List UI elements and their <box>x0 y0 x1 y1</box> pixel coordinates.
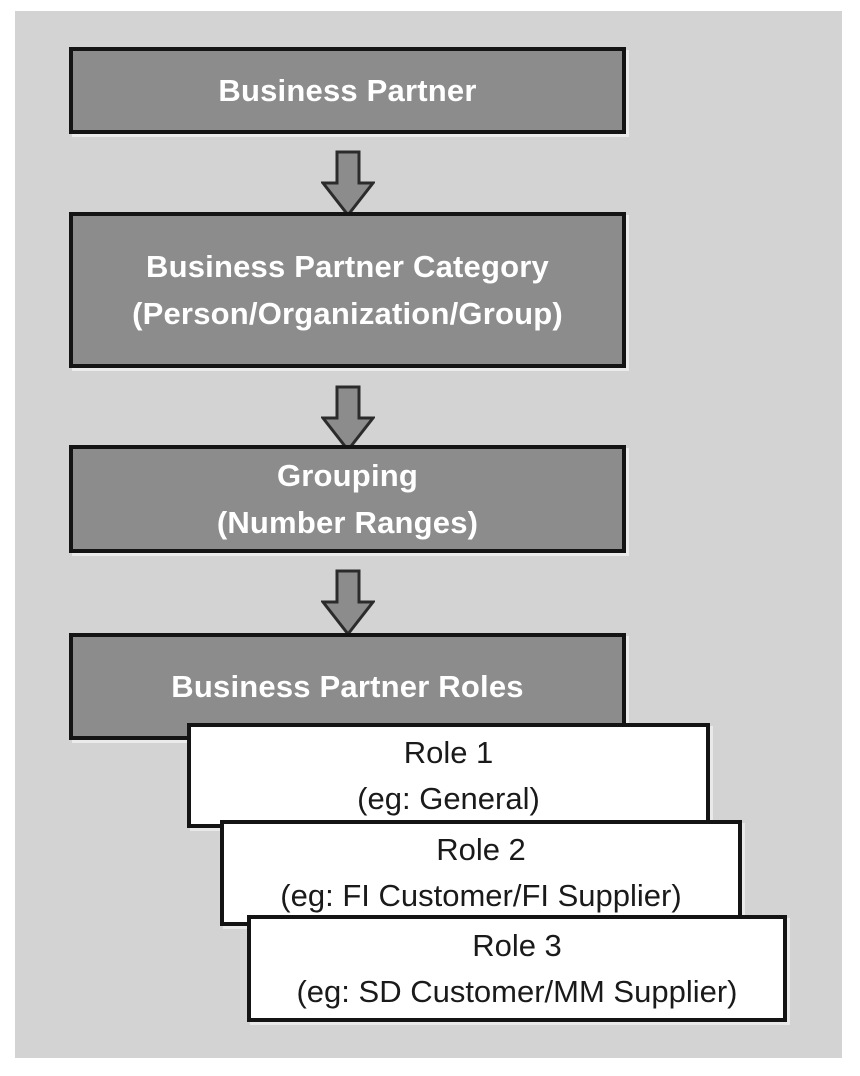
node-label-line1: Grouping <box>276 458 419 493</box>
role-example: (eg: SD Customer/MM Supplier) <box>296 973 738 1009</box>
diagram-canvas: Business Partner Business Partner Catego… <box>15 11 842 1058</box>
role-example: (eg: General) <box>357 780 540 816</box>
down-arrow-icon <box>321 150 375 217</box>
node-grouping: Grouping (Number Ranges) <box>69 445 626 553</box>
node-label-line2: (Number Ranges) <box>216 505 479 540</box>
node-business-partner: Business Partner <box>69 47 626 134</box>
node-label-line1: Business Partner Category <box>146 249 549 284</box>
role-example: (eg: FI Customer/FI Supplier) <box>280 878 682 913</box>
role-card-3: Role 3 (eg: SD Customer/MM Supplier) <box>247 915 787 1022</box>
node-label-line2: (Person/Organization/Group) <box>132 296 563 331</box>
node-label: Business Partner <box>218 73 477 108</box>
down-arrow-icon <box>321 385 375 452</box>
node-label: Business Partner Roles <box>171 669 524 704</box>
role-title: Role 1 <box>403 734 494 770</box>
down-arrow-icon <box>321 569 375 636</box>
node-business-partner-category: Business Partner Category (Person/Organi… <box>69 212 626 368</box>
role-title: Role 3 <box>472 927 562 963</box>
role-card-1: Role 1 (eg: General) <box>187 723 710 828</box>
role-card-2: Role 2 (eg: FI Customer/FI Supplier) <box>220 820 742 926</box>
role-title: Role 2 <box>436 832 526 867</box>
node-business-partner-roles: Business Partner Roles <box>69 633 626 740</box>
